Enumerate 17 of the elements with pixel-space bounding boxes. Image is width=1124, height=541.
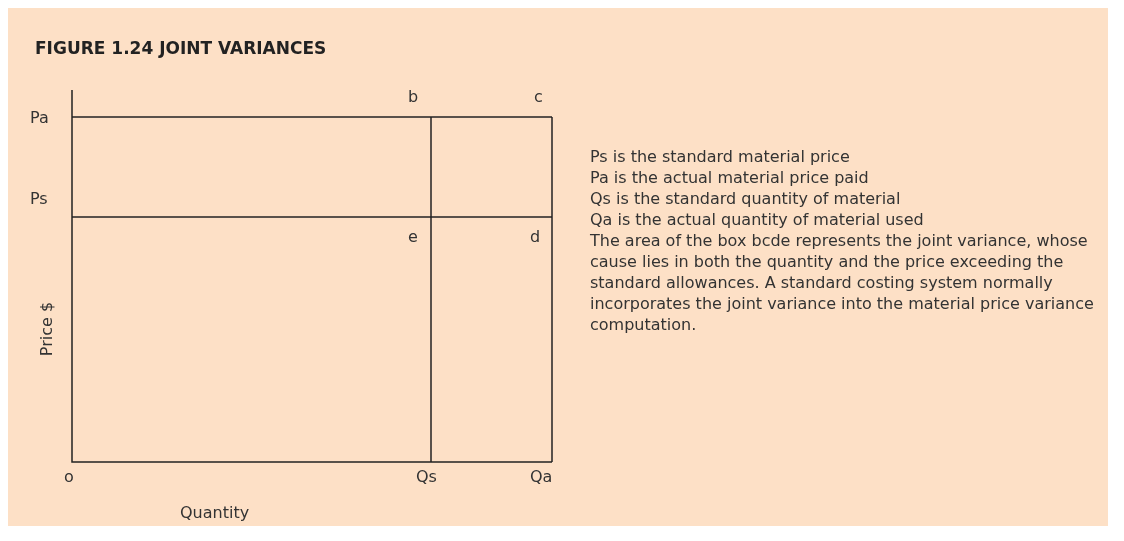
axis-value-label: Qs [416, 468, 437, 486]
explanation-text: Pa is the actual material price paid [590, 167, 870, 188]
point-label: c [534, 88, 543, 106]
point-label: d [530, 228, 541, 246]
axis-value-label: Ps [30, 190, 48, 208]
axis-value-label: Qa [530, 468, 553, 486]
figure-title: FIGURE 1.24 JOINT VARIANCES [35, 38, 327, 58]
explanation-text: Qa is the actual quantity of material used [590, 209, 925, 230]
explanation-text: Qs is the standard quantity of material [590, 188, 902, 209]
explanation-text: The area of the box bcde represents the joint variance, whose cause lies in both the quantity and the price exceeding the standard allowances. A standard costing system normally incorporates the joint variance into the material price variance computation. [590, 230, 1095, 335]
axis-title: Quantity [180, 504, 250, 522]
explanation-text: Ps is the standard material price [590, 146, 851, 167]
point-label: b [408, 88, 419, 106]
point-label: e [408, 228, 418, 246]
axis-value-label: o [64, 468, 74, 486]
axis-value-label: Pa [30, 109, 49, 127]
axis-title: Price $ [38, 301, 57, 357]
